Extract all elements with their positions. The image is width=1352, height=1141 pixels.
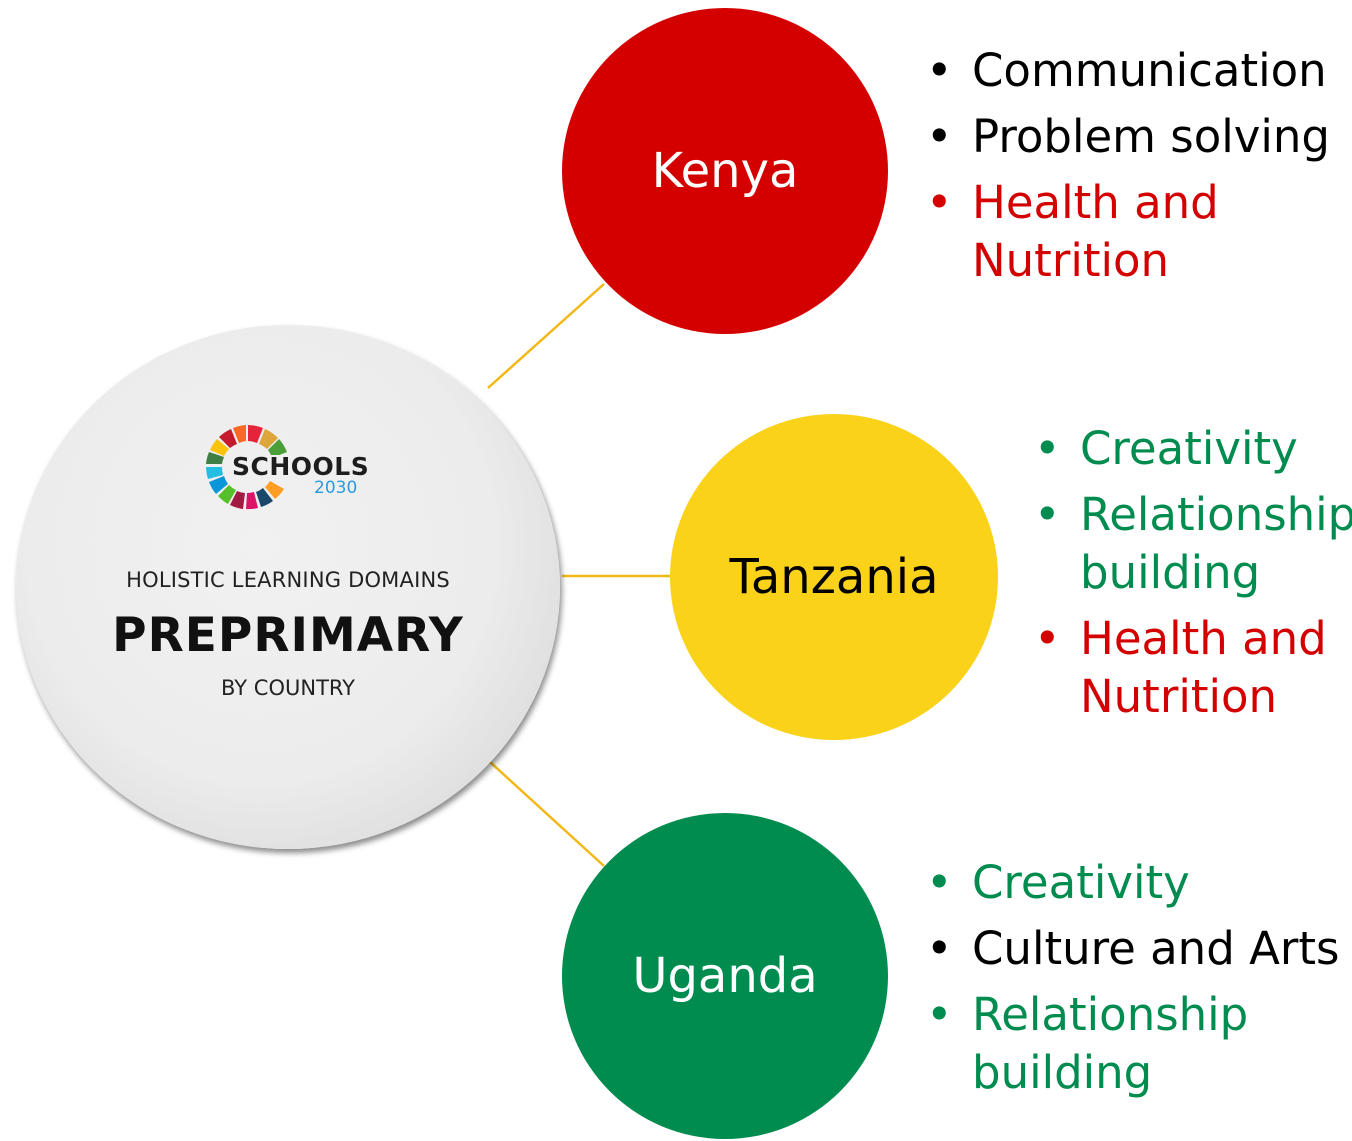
domain-text: Creativity [1080, 422, 1298, 475]
domain-item: • Communication [926, 42, 1330, 100]
bullet-icon: • [926, 176, 953, 229]
domain-text: Relationship building [1080, 488, 1352, 599]
sdg-ring-icon [206, 425, 308, 510]
domain-item: • Creativity [1034, 420, 1352, 478]
tagline-top: HOLISTIC LEARNING DOMAINS [126, 568, 450, 592]
domain-item: • Relationship building [926, 986, 1339, 1102]
domain-list-tanzania: • Creativity • Relationship building • Heal… [1034, 420, 1352, 734]
domain-item: • Relationship building [1034, 486, 1352, 602]
bullet-icon: • [926, 922, 953, 975]
country-label-uganda: Uganda [632, 948, 818, 1004]
domain-item: • Problem solving [926, 108, 1330, 166]
connector-kenya [487, 283, 605, 389]
domain-text: Problem solving [972, 110, 1330, 163]
country-label-kenya: Kenya [651, 143, 799, 199]
domain-item: • Health and Nutrition [1034, 610, 1352, 726]
bullet-icon: • [926, 110, 953, 163]
domain-text: Communication [972, 44, 1327, 97]
bullet-icon: • [926, 44, 953, 97]
center-badge [16, 325, 560, 849]
country-node-tanzania: Tanzania [670, 414, 998, 740]
domain-text: Relationship building [972, 988, 1249, 1099]
bullet-icon: • [1034, 422, 1061, 475]
logo-wordmark: SCHOOLS [232, 452, 370, 481]
bullet-icon: • [926, 988, 953, 1041]
tagline-main: PREPRIMARY [112, 608, 464, 663]
domain-item: • Creativity [926, 854, 1339, 912]
domain-text: Creativity [972, 856, 1190, 909]
domain-item: • Health and Nutrition [926, 174, 1330, 290]
country-node-kenya: Kenya [562, 8, 888, 334]
connector-uganda [489, 761, 605, 867]
logo-year: 2030 [314, 478, 358, 498]
domain-text: Health and Nutrition [1080, 612, 1327, 723]
schools-2030-logo: SCHOOLS 2030 [188, 412, 408, 522]
domain-item: • Culture and Arts [926, 920, 1339, 978]
country-node-uganda: Uganda [562, 813, 888, 1139]
country-label-tanzania: Tanzania [729, 549, 939, 605]
domain-text: Health and Nutrition [972, 176, 1219, 287]
tagline-bottom: BY COUNTRY [221, 676, 355, 700]
bullet-icon: • [1034, 612, 1061, 665]
bullet-icon: • [926, 856, 953, 909]
domain-list-uganda: • Creativity • Culture and Arts • Relations… [926, 854, 1339, 1110]
bullet-icon: • [1034, 488, 1061, 541]
domain-text: Culture and Arts [972, 922, 1340, 975]
domain-list-kenya: • Communication • Problem solving • Health … [926, 42, 1330, 298]
